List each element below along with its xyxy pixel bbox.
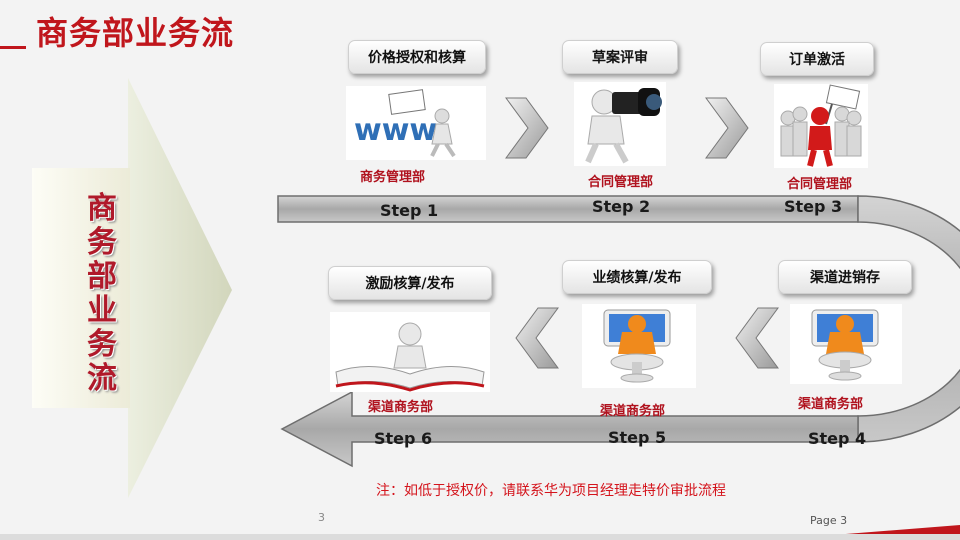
book-figure-icon (330, 312, 490, 392)
side-label-panel (32, 168, 130, 408)
step-6-label: Step 6 (374, 429, 433, 448)
step-2-label: Step 2 (592, 197, 651, 216)
step-6-box: 激励核算/发布 (328, 266, 492, 300)
step-4-box: 渠道进销存 (778, 260, 912, 294)
side-label-char: 商 (87, 191, 117, 226)
side-label-char: 务 (87, 327, 117, 362)
step-5-box: 业绩核算/发布 (562, 260, 712, 294)
step-5-label: Step 5 (608, 428, 667, 447)
page-title: 商务部业务流 (36, 14, 235, 52)
top-track (277, 195, 859, 223)
chevron-right-icon (505, 97, 549, 159)
title-accent-bar (0, 46, 26, 49)
step-3-dept: 合同管理部 (787, 177, 853, 192)
bottom-track-arrow (280, 390, 859, 468)
step-2-dept: 合同管理部 (588, 175, 654, 190)
side-label: 商 务 部 业 务 流 (80, 192, 124, 396)
leader-crowd-icon (774, 84, 868, 168)
side-label-char: 务 (87, 225, 117, 260)
step-4-dept: 渠道商务部 (798, 397, 864, 412)
footnote: 注：如低于授权价，请联系华为项目经理走特价审批流程 (376, 483, 726, 499)
side-label-char: 流 (87, 361, 117, 396)
big-arrow-shape (128, 78, 232, 498)
step-3-label: Step 3 (784, 197, 843, 216)
step-1-box: 价格授权和核算 (348, 40, 486, 74)
step-5-dept: 渠道商务部 (600, 404, 666, 419)
side-label-char: 业 (87, 293, 117, 328)
computer-figure-icon (790, 304, 902, 384)
footer-line (0, 534, 960, 540)
step-6-dept: 渠道商务部 (368, 400, 434, 415)
chevron-left-icon (735, 307, 779, 369)
page-label: Page 3 (810, 514, 848, 527)
camera-figure-icon (574, 82, 666, 166)
chevron-left-icon (515, 307, 559, 369)
chevron-right-icon (705, 97, 749, 159)
step-2-box: 草案评审 (562, 40, 678, 74)
svg-text:www: www (354, 113, 437, 148)
side-label-char: 部 (87, 259, 117, 294)
step-1-dept: 商务管理部 (360, 170, 426, 185)
page-number: 3 (318, 511, 325, 524)
computer-figure-icon (582, 304, 696, 388)
www-figure-icon: www (346, 86, 486, 160)
step-4-label: Step 4 (808, 429, 867, 448)
step-3-box: 订单激活 (760, 42, 874, 76)
step-1-label: Step 1 (380, 201, 439, 220)
